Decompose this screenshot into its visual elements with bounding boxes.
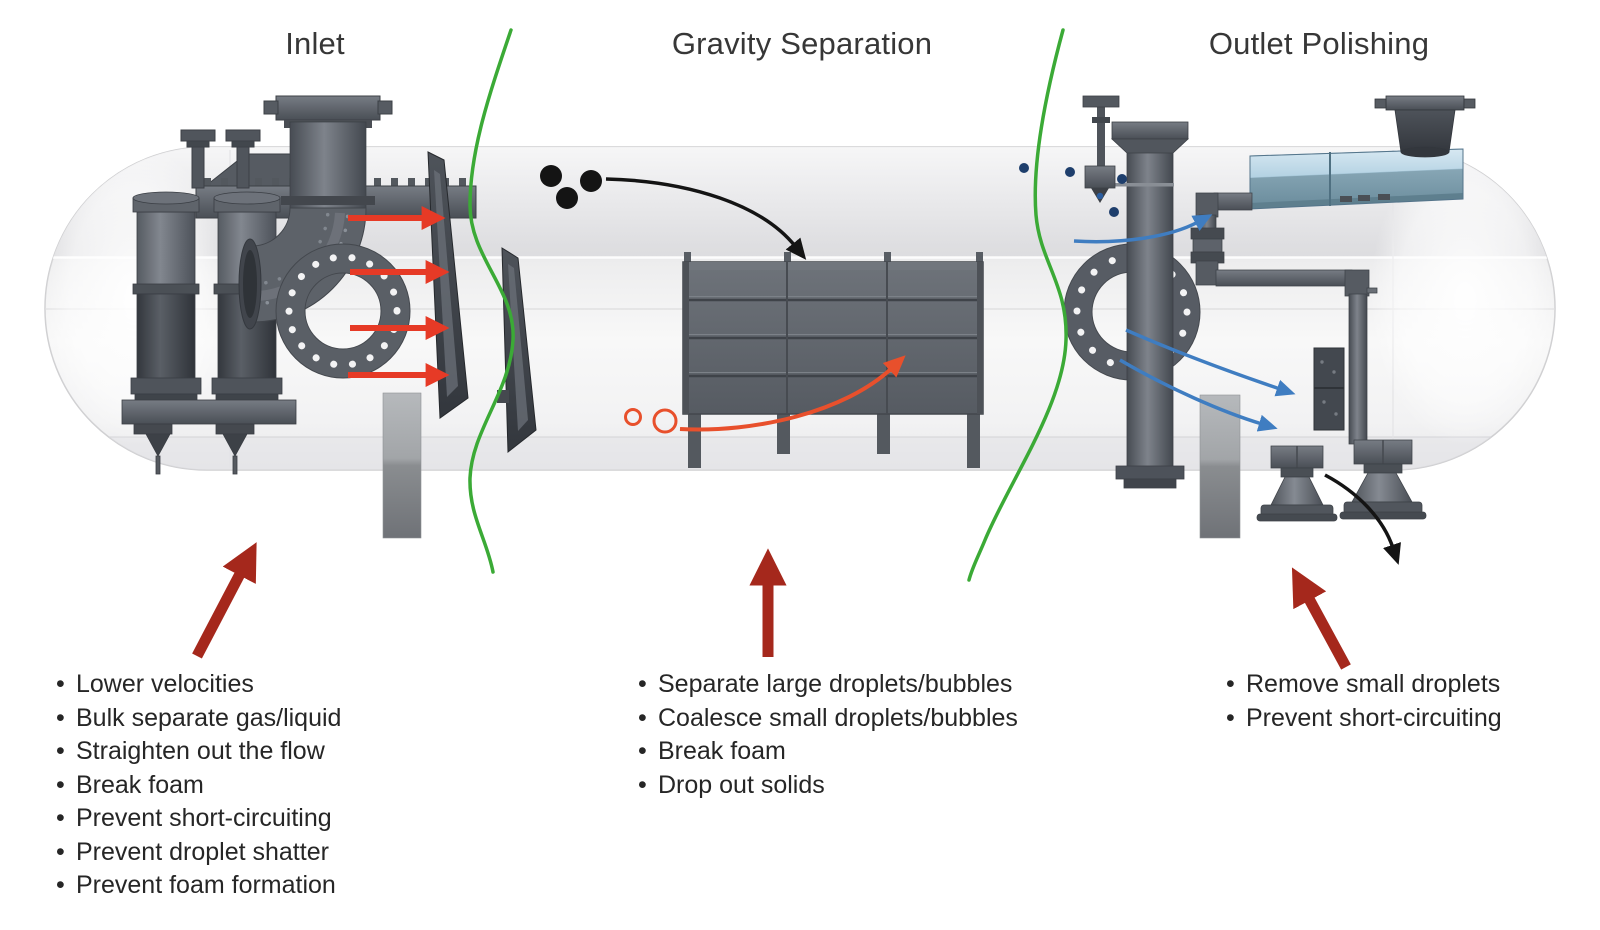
large-droplets [540,165,602,209]
bullet-glyph: • [56,837,65,866]
bullet-glyph: • [1226,670,1235,698]
bullet-glyph: • [56,670,65,698]
bullet-glyph: • [56,737,65,765]
inlet-function-list: • Lower velocities • Bulk separate gas/liq… [55,668,341,903]
bullet-glyph: • [56,703,65,732]
list-item-text: Lower velocities [76,670,254,698]
list-item-text: Break foam [76,770,204,799]
zone-dividers [468,28,1068,582]
droplet-settling-arrow [605,177,807,260]
list-item-text: Break foam [658,737,786,765]
list-item: • Break foam [637,735,1018,769]
list-item-text: Straighten out the flow [76,737,325,765]
inlet-manway-flange [275,243,411,379]
level-instrument [1082,95,1174,203]
list-item-text: Prevent foam formation [76,871,336,899]
list-item: • Prevent droplet shatter [55,836,341,870]
bullet-glyph: • [638,703,647,732]
list-item-text: Separate large droplets/bubbles [658,670,1013,698]
list-item: • Coalesce small droplets/bubbles [637,702,1018,736]
list-item-text: Prevent short-circuiting [1246,703,1502,732]
weir-plate-outlet [1199,394,1241,539]
inlet-cyclone-tubes [121,191,297,475]
pointer-arrow-outlet [1291,567,1351,670]
bullet-glyph: • [638,737,647,765]
section-pointer-arrows [192,542,1351,670]
gas-outlet-nozzle [1374,95,1476,158]
list-item-text: Prevent droplet shatter [76,837,329,866]
instrument-tip-dot [1096,192,1104,200]
list-item: • Prevent foam formation [55,869,341,903]
list-item: • Separate large droplets/bubbles [637,668,1018,702]
list-item-text: Bulk separate gas/liquid [76,703,342,732]
zone-divider-left [468,28,515,574]
bullet-glyph: • [56,804,65,832]
rising-bubbles [624,408,678,434]
section-title-outlet: Outlet Polishing [1208,26,1430,61]
list-item-text: Remove small droplets [1246,670,1501,698]
list-item: • Drop out solids [637,769,1018,803]
bullet-glyph: • [638,770,647,799]
list-item: • Break foam [55,769,341,803]
list-item: • Prevent short-circuiting [1225,702,1502,736]
list-item: • Prevent short-circuiting [55,802,341,836]
plate-pack [682,252,984,468]
list-item: • Lower velocities [55,668,341,702]
bullet-glyph: • [1226,703,1235,732]
bubble-rise-arrow [679,355,906,432]
inlet-small-nozzles [180,129,261,189]
gas-flow-arrows [1073,214,1296,432]
liquid-outlet-arrow [1324,473,1401,565]
bullet-glyph: • [56,871,65,899]
zone-divider-right [967,28,1068,582]
outlet-internals [1019,95,1476,539]
bullet-glyph: • [638,670,647,698]
list-item: • Remove small droplets [1225,668,1502,702]
section-title-gravity: Gravity Separation [671,26,933,61]
section-title-inlet: Inlet [285,26,345,61]
bullet-glyph: • [56,770,65,799]
mist-extractor [1249,148,1464,210]
list-item-text: Prevent short-circuiting [76,804,332,832]
small-droplet-dots [1019,163,1127,217]
vortex-breaker-left [1256,445,1338,522]
weir-plate-inlet [382,392,422,539]
pointer-arrow-inlet [192,542,257,659]
gravity-function-list: • Separate large droplets/bubbles • Coales… [637,668,1018,802]
list-item-text: Coalesce small droplets/bubbles [658,703,1018,732]
list-item-text: Drop out solids [658,770,825,799]
outlet-function-list: • Remove small droplets • Prevent short-ci… [1225,668,1502,735]
inlet-flow-arrows [348,206,450,387]
list-item: • Straighten out the flow [55,735,341,769]
gas-riser-pipe [1110,121,1190,489]
list-item: • Bulk separate gas/liquid [55,702,341,736]
perforated-chimney [1313,347,1345,431]
